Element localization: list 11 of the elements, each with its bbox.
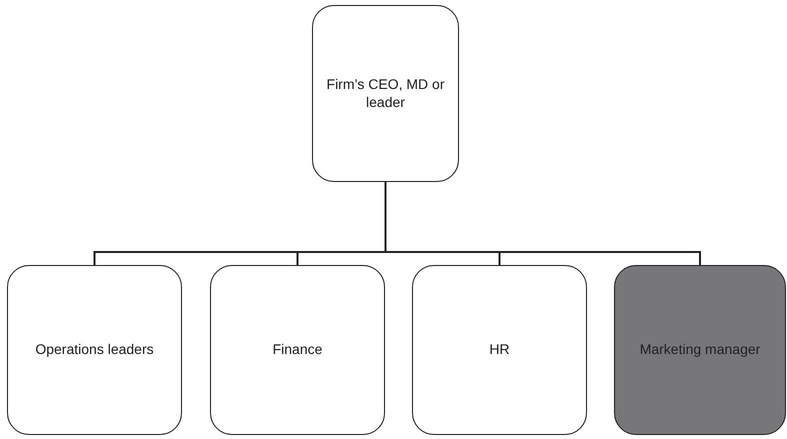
role-box <box>7 265 182 435</box>
role-title: HR <box>489 341 510 359</box>
role-box <box>412 265 587 435</box>
role-box <box>312 5 459 182</box>
role-box <box>210 265 385 435</box>
connector-line <box>384 182 701 265</box>
highlighted-role-box <box>614 265 786 435</box>
role-title: Operations leaders <box>35 341 154 359</box>
role-title: Marketing manager <box>640 341 760 359</box>
role-title: Firm’s CEO, MD or leader <box>326 76 446 111</box>
role-title: Finance <box>272 341 322 359</box>
